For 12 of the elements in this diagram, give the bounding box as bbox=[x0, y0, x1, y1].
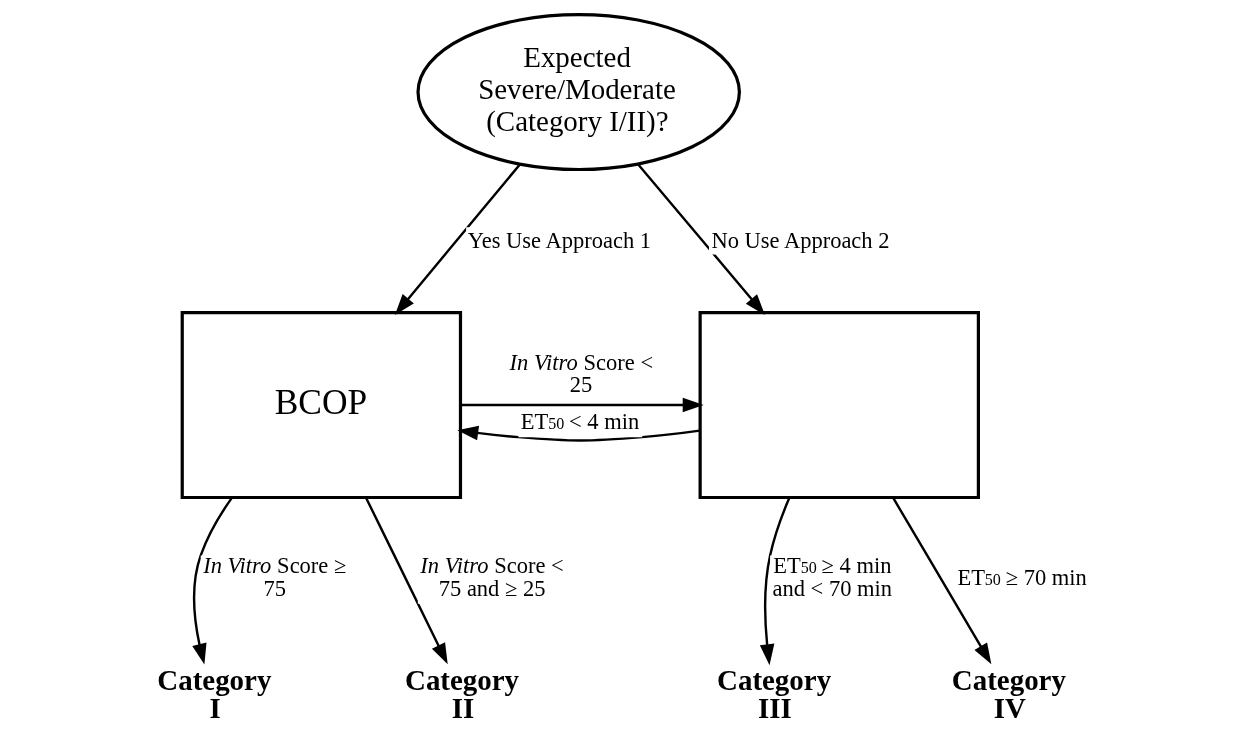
node-text: Category II bbox=[404, 663, 520, 725]
edge-label: ET50 < 4 min bbox=[520, 408, 640, 434]
node-text: Category IV bbox=[951, 663, 1066, 725]
edge-label: In Vitro Score < 75 and ≥ 25 bbox=[420, 553, 564, 601]
edge-label: Yes Use Approach 1 bbox=[467, 227, 652, 253]
edge-label: In Vitro Score ≥ 75 bbox=[203, 553, 347, 601]
edge-label: No Use Approach 2 bbox=[711, 227, 890, 253]
node-text: Category I bbox=[157, 663, 272, 725]
edge-label: ET50 ≥ 70 min bbox=[957, 564, 1087, 590]
node-text: Category III bbox=[717, 663, 832, 725]
edge-label: ET50 ≥ 4 min and < 70 min bbox=[772, 553, 893, 601]
edge-label: In Vitro Score < 25 bbox=[509, 349, 654, 398]
